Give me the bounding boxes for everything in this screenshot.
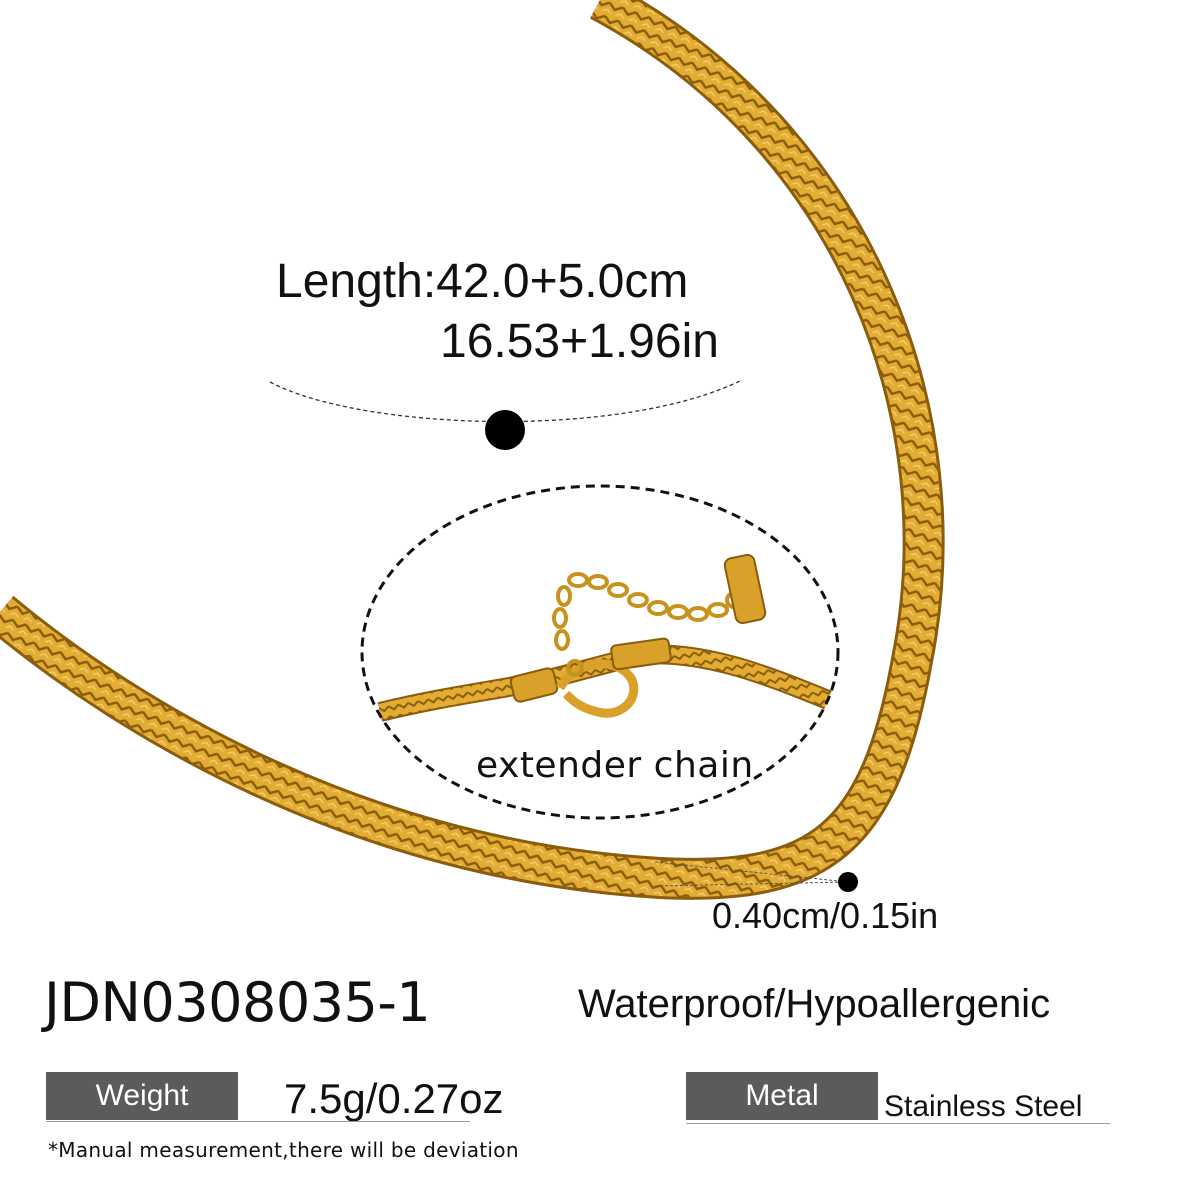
weight-underline <box>46 1121 470 1122</box>
length-imperial-label: 16.53+1.96in <box>440 315 719 368</box>
measurement-footnote: *Manual measurement,there will be deviat… <box>48 1138 519 1162</box>
metal-underline <box>686 1123 1110 1124</box>
metal-tag: Metal <box>686 1072 878 1120</box>
model-code: JDN0308035-1 <box>44 971 431 1034</box>
width-guide-lines <box>654 861 849 887</box>
extender-dashed-circle <box>360 484 840 820</box>
extender-inset <box>360 484 840 820</box>
extender-label: extender chain <box>476 745 754 786</box>
width-marker-dot <box>838 872 858 892</box>
length-guide-line <box>269 379 743 423</box>
length-marker-dot <box>485 410 525 450</box>
weight-value: 7.5g/0.27oz <box>284 1075 504 1122</box>
length-metric-label: Length:42.0+5.0cm <box>276 255 689 308</box>
metal-value: Stainless Steel <box>884 1090 1083 1123</box>
weight-tag: Weight <box>46 1072 238 1120</box>
width-label: 0.40cm/0.15in <box>712 895 939 936</box>
features-label: Waterproof/Hypoallergenic <box>578 982 1051 1026</box>
